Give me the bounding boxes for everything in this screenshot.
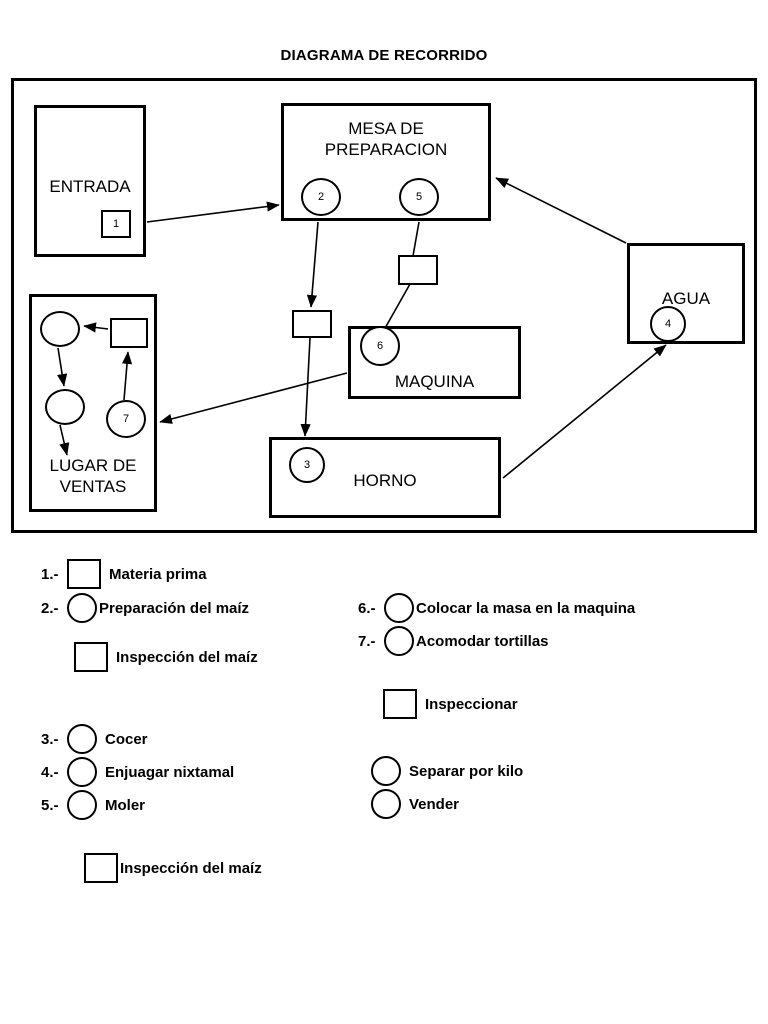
entrada-inspection-symbol-1: 1 [101,210,131,238]
legend-label: Inspección del maíz [120,859,262,877]
legend-label: Inspección del maíz [116,648,258,666]
ventas-circle-upper [40,311,80,347]
legend-circle-icon [67,593,97,623]
area-lugar-de-ventas: LUGAR DE VENTAS [29,294,157,512]
area-agua-label: AGUA [661,289,711,308]
mesa-inspection-symbol-left [292,310,332,338]
legend-label: Vender [409,795,460,813]
legend-item-acomodar-tortillas: 7.- Acomodar tortillas [358,626,549,656]
legend-square-icon [383,689,417,719]
area-ventas-label-line1: LUGAR DE [49,456,137,475]
area-entrada-label: ENTRADA [49,177,131,196]
legend-circle-icon [67,757,97,787]
legend-number: 1.- [41,565,59,583]
mesa-inspection-symbol-right [398,255,438,285]
legend-item-preparacion-del-maiz: 2.- Preparación del maíz [41,593,249,623]
legend-item-moler: 5.- Moler [41,790,145,820]
legend-number: 7.- [358,632,376,650]
legend-label: Preparación del maíz [99,599,250,617]
agua-operation-symbol-4: 4 [650,306,686,342]
ventas-circle-lower [45,389,85,425]
legend-square-icon [67,559,101,589]
legend-label: Materia prima [109,565,207,583]
legend-item-enjuagar-nixtamal: 4.- Enjuagar nixtamal [41,757,234,787]
legend-label: Acomodar tortillas [416,632,549,650]
legend-circle-icon [371,789,401,819]
legend-item-separar-por-kilo: Separar por kilo [371,756,523,786]
legend-item-colocar-la-masa-en-la-maquina: 6.- Colocar la masa en la maquina [358,593,635,623]
area-maquina-label: MAQUINA [394,372,475,391]
legend-item-inspeccionar: Inspeccionar [383,689,518,719]
diagram-frame [11,78,757,533]
legend-circle-icon [67,724,97,754]
legend-circle-icon [384,593,414,623]
maquina-operation-symbol-6: 6 [360,326,400,366]
area-mesa-preparacion: MESA DE PREPARACION [281,103,491,221]
horno-operation-symbol-3: 3 [289,447,325,483]
legend-circle-icon [384,626,414,656]
legend-item-inspeccion-del-maiz-2: Inspección del maíz [84,853,262,883]
area-agua: AGUA [627,243,745,344]
legend-label: Enjuagar nixtamal [105,763,235,781]
legend-circle-icon [371,756,401,786]
page-title: DIAGRAMA DE RECORRIDO [280,47,488,64]
area-horno: HORNO [269,437,501,518]
legend-square-icon [74,642,108,672]
area-ventas-label-line2: VENTAS [59,477,127,496]
legend-number: 5.- [41,796,59,814]
mesa-operation-symbol-2: 2 [301,178,341,216]
legend-label: Colocar la masa en la maquina [416,599,636,617]
legend-label: Cocer [105,730,148,748]
area-horno-label: HORNO [353,471,417,490]
legend: 1.- Materia prima 2.- Preparación del ma… [0,545,768,905]
legend-label: Moler [105,796,146,814]
legend-item-cocer: 3.- Cocer [41,724,148,754]
area-mesa-label-line2: PREPARACION [324,140,448,159]
legend-circle-icon [67,790,97,820]
legend-item-materia-prima: 1.- Materia prima [41,559,207,589]
ventas-operation-symbol-7: 7 [106,400,146,438]
legend-number: 2.- [41,599,59,617]
ventas-inspection-symbol [110,318,148,348]
legend-square-icon [84,853,118,883]
legend-item-inspeccion-del-maiz-1: Inspección del maíz [74,642,258,672]
mesa-operation-symbol-5: 5 [399,178,439,216]
area-entrada: ENTRADA [34,105,146,257]
area-mesa-label-line1: MESA DE [348,119,424,138]
legend-label: Separar por kilo [409,762,524,780]
legend-number: 3.- [41,730,59,748]
legend-label: Inspeccionar [425,695,518,713]
legend-number: 6.- [358,599,376,617]
legend-number: 4.- [41,763,59,781]
legend-item-vender: Vender [371,789,459,819]
